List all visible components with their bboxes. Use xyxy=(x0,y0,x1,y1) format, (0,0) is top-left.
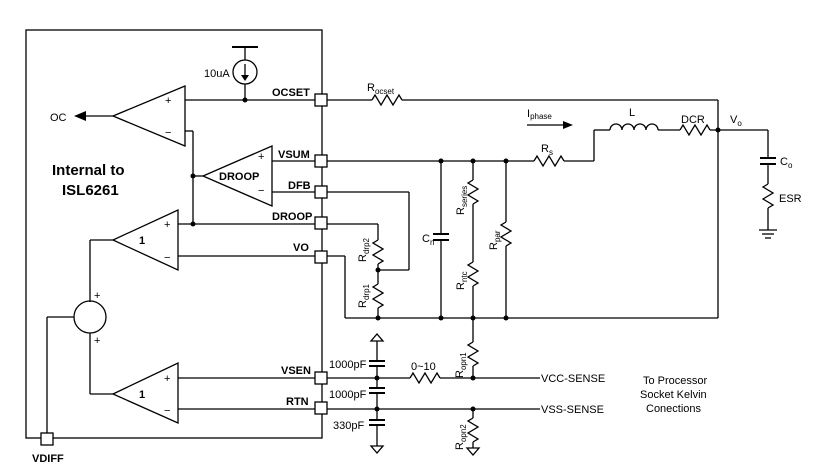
pin-dfb xyxy=(314,185,328,199)
note-line3: Conections xyxy=(646,403,702,415)
ropn2-label: Ropn2 xyxy=(454,424,468,450)
cap-vsen-label: 1000pF xyxy=(329,359,367,371)
r-0-10-label: 0~10 xyxy=(411,361,436,373)
rpar-resistor xyxy=(499,221,513,247)
rocset-label: Rocset xyxy=(367,82,395,96)
sum-plus-bottom: + xyxy=(94,335,100,347)
chip-title-line2: ISL6261 xyxy=(62,182,119,199)
pin-droop xyxy=(314,216,328,230)
buf-bot-gain: 1 xyxy=(139,389,145,401)
chip-title-line1: Internal to xyxy=(52,162,125,179)
rntc-resistor xyxy=(466,261,480,287)
r-0-10-resistor xyxy=(409,371,441,385)
pin-label-rtn: RTN xyxy=(286,396,309,408)
co-label: Co xyxy=(780,156,793,170)
rntc-label: Rntc xyxy=(455,271,469,290)
note-line1: To Processor xyxy=(643,375,708,387)
pin-rtn xyxy=(314,401,328,415)
droop-amplifier xyxy=(201,145,273,207)
droop-minus: − xyxy=(258,185,264,197)
ropn1-label: Ropn1 xyxy=(454,352,468,378)
inductor-icon xyxy=(609,123,659,131)
down-arrow-icon xyxy=(369,445,385,454)
pin-ocset xyxy=(314,93,328,107)
oc-label: OC xyxy=(50,112,67,124)
buf-top-minus: − xyxy=(164,252,170,264)
rseries-label: Rseries xyxy=(455,186,469,215)
note-line2: Socket Kelvin xyxy=(640,389,707,401)
cap-rtn-label: 330pF xyxy=(333,420,364,432)
rs-resistor xyxy=(533,154,565,168)
pin-label-dfb: DFB xyxy=(288,180,311,192)
sum-plus-top: + xyxy=(94,290,100,302)
iphase-label: Iphase xyxy=(527,108,552,121)
inductor-label: L xyxy=(629,107,635,119)
rdrp2-label: Rdrp2 xyxy=(357,237,371,262)
rseries-resistor xyxy=(466,179,480,205)
esr-label: ESR xyxy=(779,193,802,205)
dcr-resistor xyxy=(679,123,711,137)
pin-label-vsum: VSUM xyxy=(278,149,310,161)
rdrp1-label: Rdrp1 xyxy=(357,283,371,308)
oc-minus: − xyxy=(165,127,171,139)
pin-label-droop: DROOP xyxy=(272,211,312,223)
current-source-label: 10uA xyxy=(204,68,230,80)
buf-top-plus: + xyxy=(164,219,170,231)
pin-label-vdiff: VDIFF xyxy=(32,453,64,465)
summing-node-icon xyxy=(73,300,107,334)
vss-sense-label: VSS-SENSE xyxy=(541,404,604,416)
vcc-sense-label: VCC-SENSE xyxy=(541,373,605,385)
oc-plus: + xyxy=(165,95,171,107)
buffer-amp-top xyxy=(111,208,179,272)
buf-bot-minus: − xyxy=(164,405,170,417)
droop-plus: + xyxy=(258,151,264,163)
dcr-label: DCR xyxy=(681,114,705,126)
ropn2-down-arrow-icon xyxy=(465,447,481,456)
ropn1-resistor xyxy=(466,341,480,367)
buf-top-gain: 1 xyxy=(139,235,145,247)
pin-vo xyxy=(314,250,328,264)
pin-label-vo: VO xyxy=(293,242,309,254)
cap-mid-label: 1000pF xyxy=(329,389,367,401)
rdrp2-resistor xyxy=(371,239,385,265)
pin-label-ocset: OCSET xyxy=(272,87,310,99)
oc-comparator xyxy=(111,85,186,147)
rdrp1-resistor xyxy=(371,283,385,309)
chip-boundary xyxy=(25,29,323,439)
rs-label: Rs xyxy=(541,143,553,157)
pin-vsum xyxy=(314,154,328,168)
buf-bot-plus: + xyxy=(164,373,170,385)
pin-label-vsen: VSEN xyxy=(281,365,311,377)
cn-label: Cn xyxy=(422,233,434,247)
droop-amp-label: DROOP xyxy=(219,171,259,183)
vo-label: Vo xyxy=(730,114,742,128)
esr-resistor xyxy=(761,183,775,209)
rpar-label: Rpar xyxy=(488,230,502,250)
buffer-amp-bottom xyxy=(111,361,179,425)
oc-arrow-icon xyxy=(74,111,86,121)
pin-vdiff xyxy=(40,432,54,446)
up-arrow-icon xyxy=(369,333,385,342)
ropn2-resistor xyxy=(466,417,480,443)
iphase-arrow-icon xyxy=(563,121,573,129)
pin-vsen xyxy=(314,371,328,385)
